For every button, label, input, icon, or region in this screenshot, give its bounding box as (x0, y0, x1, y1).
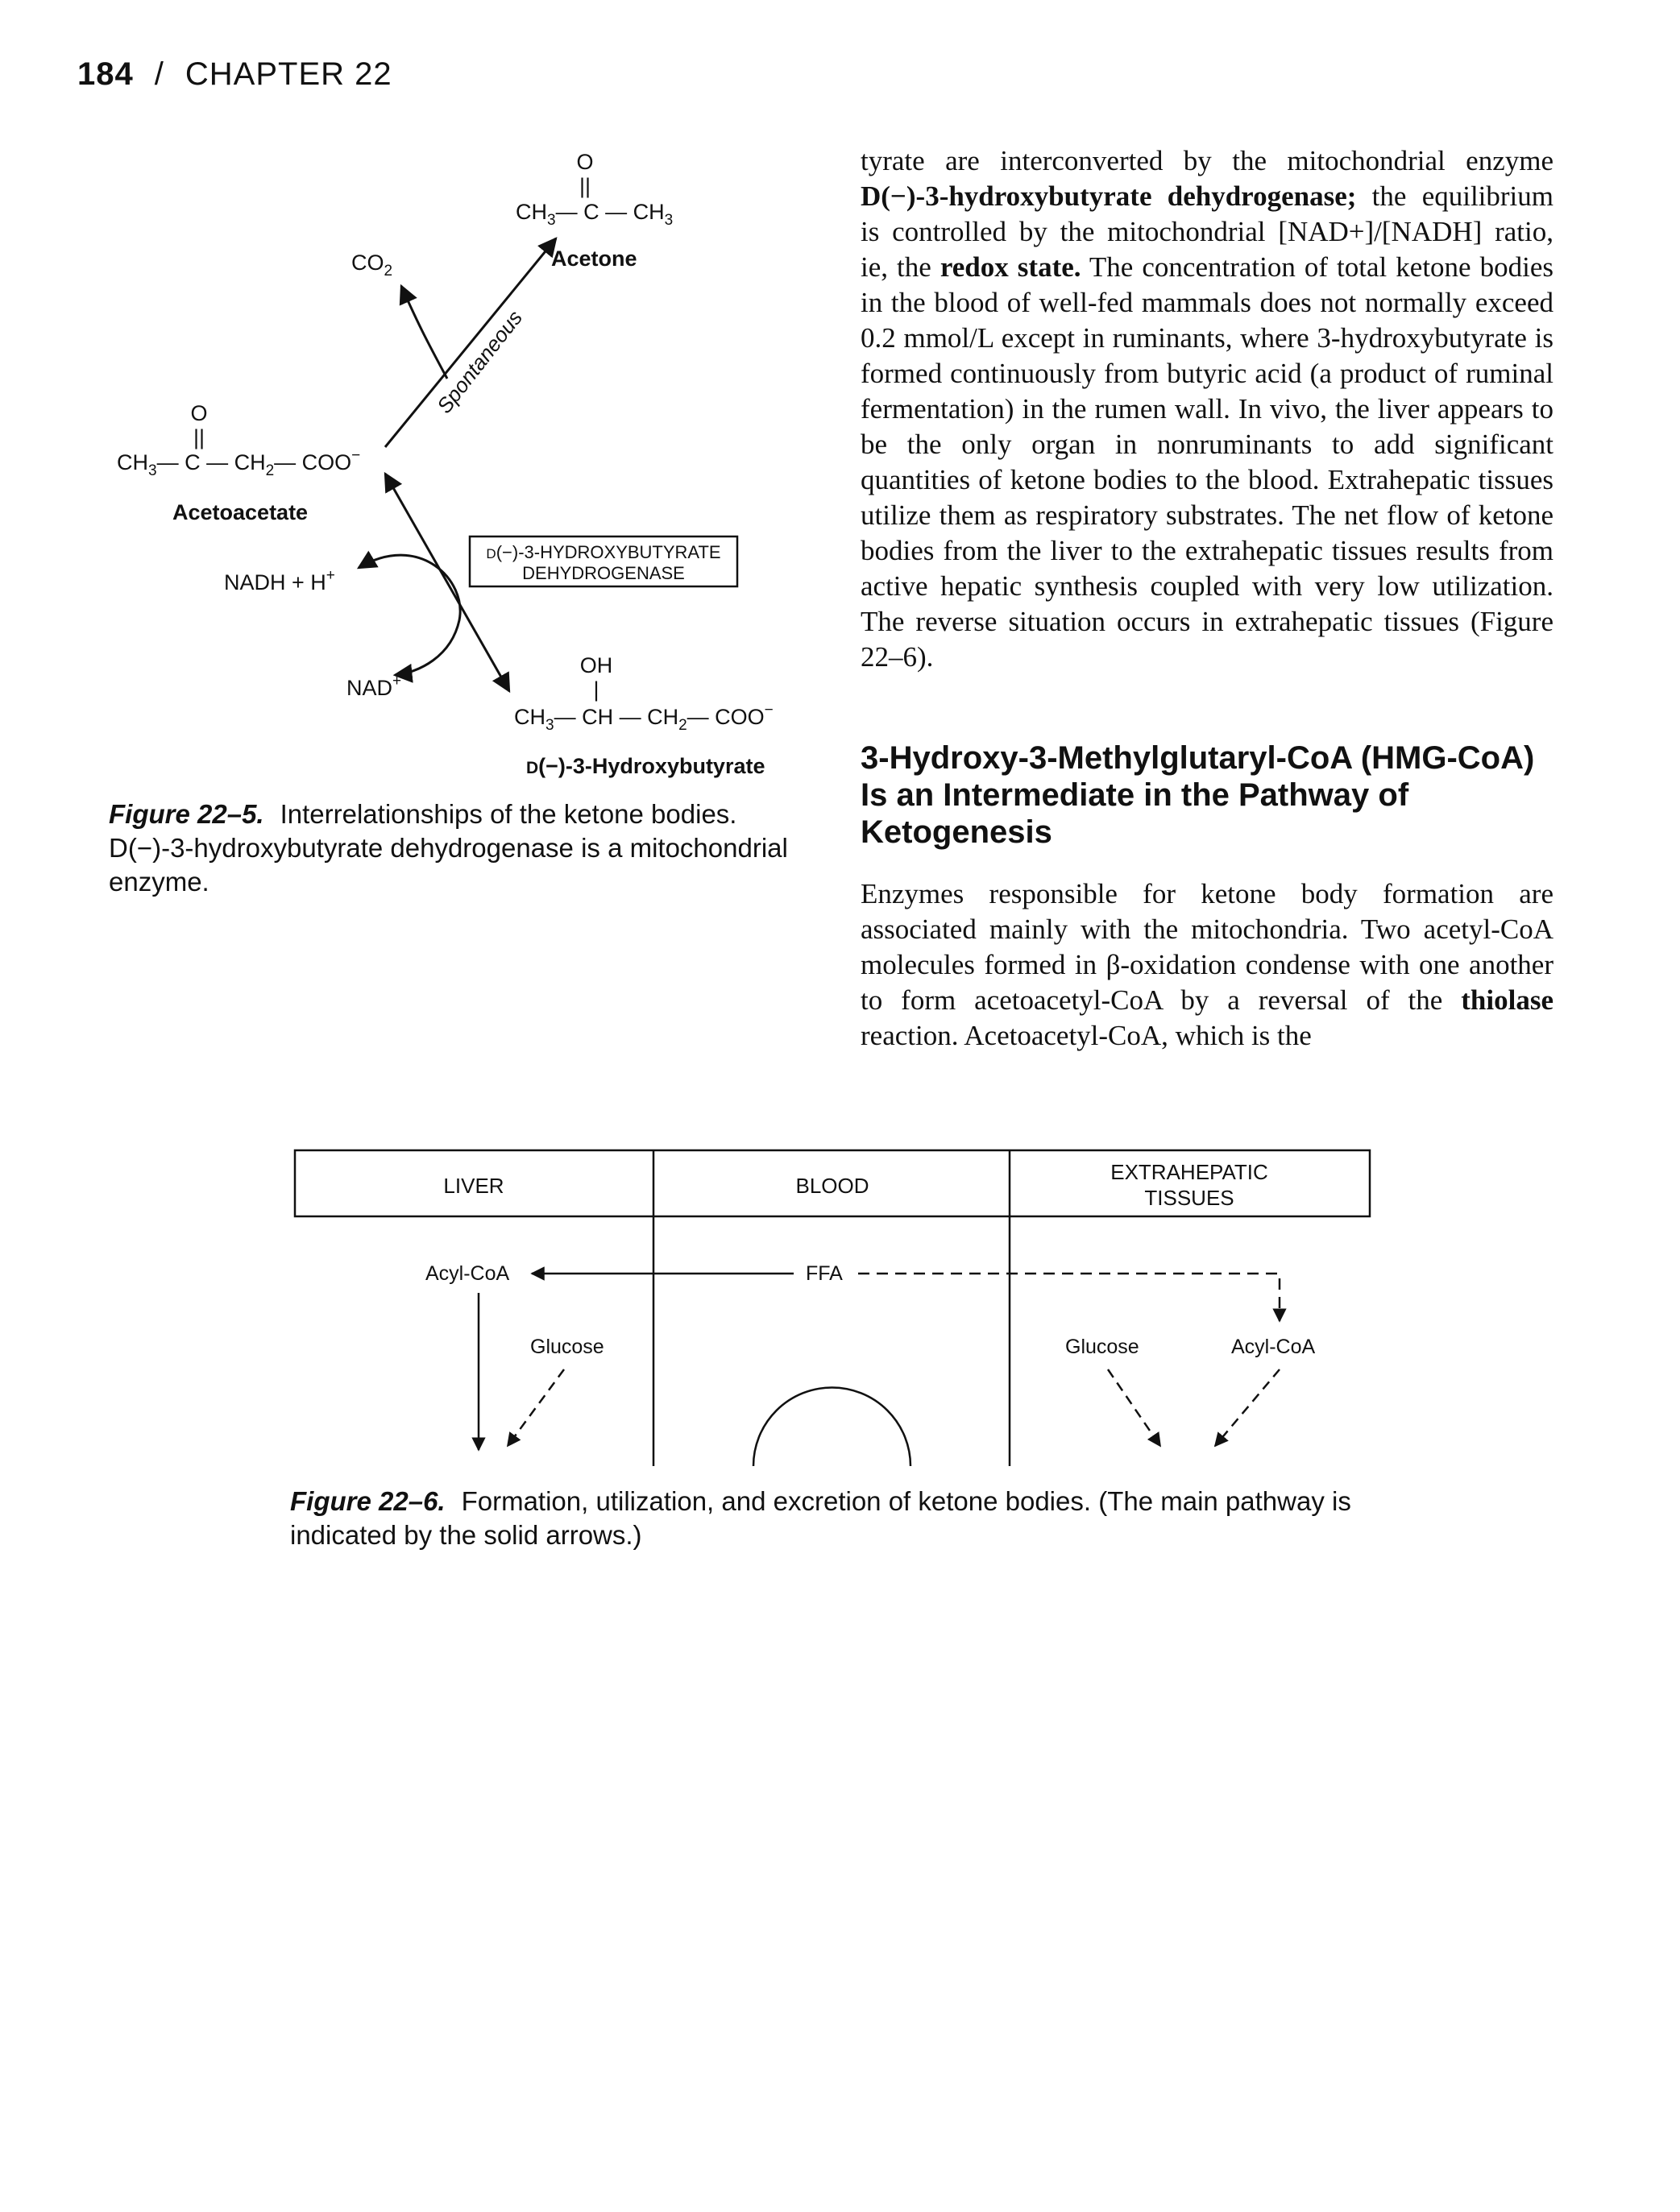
hb-name: D(−)-3-Hydroxybutyrate (526, 754, 765, 778)
header-separator: / (154, 56, 164, 92)
acetone-carbonyl-o: O (576, 150, 593, 174)
hb-formula: CH3— CH — CH2— COO− (514, 702, 774, 734)
chapter-title: CHAPTER 22 (185, 56, 392, 92)
figure-22-5-caption: Figure 22–5.Interrelationships of the ke… (109, 799, 788, 897)
column-extrahepatic-1: EXTRAHEPATIC (1110, 1160, 1268, 1184)
acac-double-bond: || (193, 425, 205, 449)
nadh-label: NADH + H+ (224, 567, 335, 594)
acac-name: Acetoacetate (172, 500, 308, 524)
figure-22-6-caption: Figure 22–6.Formation, utilization, and … (290, 1486, 1351, 1550)
co2-release-arrow (399, 284, 449, 379)
column-header-box (293, 1149, 1371, 1218)
hb-bond: | (593, 677, 599, 702)
running-head: 184 / CHAPTER 22 (77, 56, 392, 93)
column-blood: BLOOD (795, 1174, 869, 1198)
column-liver: LIVER (443, 1174, 504, 1198)
reduction-arrow (384, 471, 511, 694)
extra-acylcoa: Acyl-CoA (1231, 1336, 1316, 1358)
extra-acylcoa-dashed-arrow (1213, 1369, 1280, 1448)
spontaneous-label: Spontaneous (432, 305, 527, 417)
figure-22-6-diagram: LIVER BLOOD EXTRAHEPATIC TISSUES Acyl-Co… (293, 1149, 1371, 1467)
acetone-double-bond: || (579, 174, 591, 198)
nad-label: NAD+ (346, 673, 401, 700)
acetone-formula: CH3— C — CH3 (516, 200, 673, 229)
extra-glucose: Glucose (1065, 1336, 1139, 1358)
liver-glucose: Glucose (530, 1336, 604, 1358)
ffa-to-extrahepatic-dashed-arrow (858, 1272, 1287, 1323)
column-extrahepatic-2: TISSUES (1144, 1186, 1234, 1210)
acac-formula: CH3— C — CH2— COO− (117, 447, 360, 479)
co2-label: CO2 (351, 251, 392, 280)
figure-22-6-label: Figure 22–6. (290, 1486, 446, 1516)
ffa-label: FFA (806, 1262, 843, 1285)
acetone-name: Acetone (551, 246, 637, 271)
hb-oh: OH (580, 653, 613, 677)
enzyme-name-line-1: D(−)-3-HYDROXYBUTYRATE (486, 542, 720, 562)
body-paragraph-2: Enzymes responsible for ketone body form… (861, 878, 1553, 1051)
body-paragraph-1: tyrate are interconverted by the mitocho… (861, 145, 1554, 673)
section-heading: 3-Hydroxy-3-Methylglutaryl-CoA (HMG-CoA)… (861, 740, 1535, 850)
urine-circle (752, 1386, 912, 1467)
enzyme-name-line-2: DEHYDROGENASE (522, 563, 685, 583)
spontaneous-arrow (384, 237, 558, 448)
acac-carbonyl-o: O (190, 401, 207, 425)
figure-22-5-label: Figure 22–5. (109, 799, 264, 829)
nadh-nad-curved-arrow (356, 550, 462, 683)
extra-glucose-dashed-arrow (1106, 1369, 1162, 1448)
liver-glucose-dashed-arrow (506, 1369, 566, 1448)
enzyme-box (468, 535, 739, 588)
figure-22-5-diagram: O || CH3— C — CH3 Acetone CO2 Spontaneou… (117, 150, 774, 778)
page-number: 184 (77, 56, 134, 92)
liver-acylcoa: Acyl-CoA (425, 1262, 510, 1285)
